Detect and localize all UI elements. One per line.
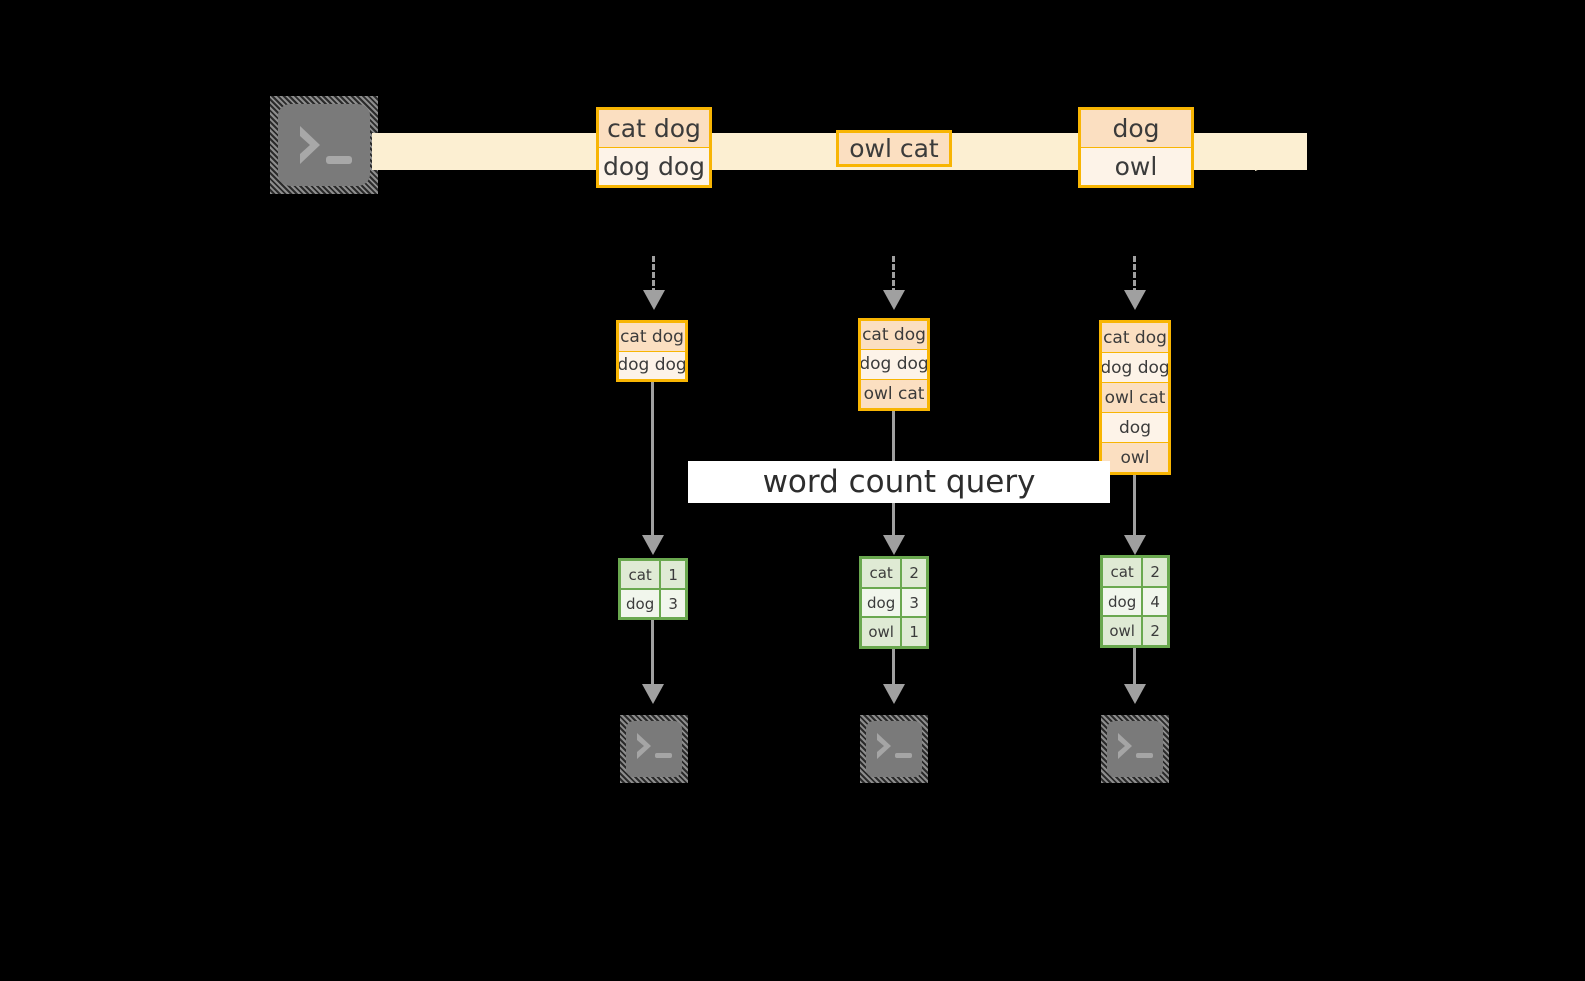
query-arrow-head-3 xyxy=(1124,535,1146,555)
stream-event-line: owl cat xyxy=(839,133,949,164)
result-count: 1 xyxy=(661,561,685,588)
dashed-arrow-head-3 xyxy=(1124,290,1146,310)
terminal-prompt-glyph xyxy=(1118,733,1153,759)
sink-arrow-line-2 xyxy=(892,649,895,688)
snapshot-stack-3: cat dog dog dog owl cat dog owl xyxy=(1099,320,1171,475)
table-row: dog 4 xyxy=(1103,587,1167,618)
stream-event-2: owl cat xyxy=(836,130,952,167)
snapshot-stack-1: cat dog dog dog xyxy=(616,320,688,382)
stream-event-line: dog dog xyxy=(599,148,709,185)
dashed-arrow-line-1 xyxy=(652,256,655,294)
result-word: owl xyxy=(1103,617,1144,645)
stream-event-line: cat dog xyxy=(599,110,709,148)
result-word: cat xyxy=(1103,558,1144,586)
query-arrow-head-1 xyxy=(642,535,664,555)
result-table-2: cat 2 dog 3 owl 1 xyxy=(859,556,929,649)
result-word: cat xyxy=(862,559,903,587)
terminal-prompt-glyph xyxy=(300,126,352,164)
table-row: dog 3 xyxy=(862,588,926,619)
stream-event-1: cat dog dog dog xyxy=(596,107,712,188)
terminal-icon-sink-3 xyxy=(1101,715,1169,783)
result-word: dog xyxy=(1103,587,1144,616)
table-row: cat 2 xyxy=(862,559,926,589)
terminal-icon-sink-1 xyxy=(620,715,688,783)
table-row: owl 1 xyxy=(862,618,926,646)
result-count: 2 xyxy=(1143,617,1167,645)
result-word: dog xyxy=(862,588,903,617)
table-row: cat 2 xyxy=(1103,558,1167,588)
query-arrow-line-1 xyxy=(651,382,654,538)
table-row: cat 1 xyxy=(621,561,685,590)
table-row: owl 2 xyxy=(1103,617,1167,645)
terminal-prompt-glyph xyxy=(877,733,912,759)
dashed-arrow-line-3 xyxy=(1133,256,1136,294)
snapshot-line: owl xyxy=(1102,443,1168,472)
stream-event-line: dog xyxy=(1081,110,1191,148)
sink-arrow-head-1 xyxy=(642,684,664,704)
snapshot-line: owl cat xyxy=(1102,383,1168,413)
result-word: cat xyxy=(621,561,662,588)
query-arrow-line-3 xyxy=(1133,475,1136,538)
result-count: 3 xyxy=(902,588,926,617)
sink-arrow-line-3 xyxy=(1133,648,1136,688)
snapshot-line: dog xyxy=(1102,413,1168,443)
result-count: 2 xyxy=(1143,558,1167,586)
snapshot-line: owl cat xyxy=(861,379,927,408)
result-word: dog xyxy=(621,590,662,617)
query-arrow-head-2 xyxy=(883,535,905,555)
terminal-prompt-glyph xyxy=(637,733,672,759)
stream-event-line: owl xyxy=(1081,148,1191,185)
terminal-icon-source xyxy=(270,96,378,194)
result-count: 2 xyxy=(902,559,926,587)
result-count: 1 xyxy=(902,618,926,646)
stream-event-3: dog owl xyxy=(1078,107,1194,188)
sink-arrow-head-2 xyxy=(883,684,905,704)
sink-arrow-head-3 xyxy=(1124,684,1146,704)
snapshot-line: cat dog xyxy=(1102,323,1168,353)
sink-arrow-line-1 xyxy=(651,620,654,688)
dashed-arrow-head-1 xyxy=(643,290,665,310)
result-count: 4 xyxy=(1143,587,1167,616)
stream-arrow-head xyxy=(1255,133,1307,171)
result-word: owl xyxy=(862,618,903,646)
snapshot-line: dog dog xyxy=(1102,353,1168,383)
query-label: word count query xyxy=(688,461,1110,503)
snapshot-line: cat dog xyxy=(619,323,685,352)
snapshot-stack-2: cat dog dog dog owl cat xyxy=(858,318,930,411)
result-count: 3 xyxy=(661,590,685,617)
result-table-3: cat 2 dog 4 owl 2 xyxy=(1100,555,1170,648)
table-row: dog 3 xyxy=(621,590,685,617)
dashed-arrow-head-2 xyxy=(883,290,905,310)
result-table-1: cat 1 dog 3 xyxy=(618,558,688,620)
snapshot-line: dog dog xyxy=(619,351,685,379)
snapshot-line: cat dog xyxy=(861,321,927,351)
terminal-icon-sink-2 xyxy=(860,715,928,783)
dashed-arrow-line-2 xyxy=(892,256,895,294)
snapshot-line: dog dog xyxy=(861,350,927,380)
